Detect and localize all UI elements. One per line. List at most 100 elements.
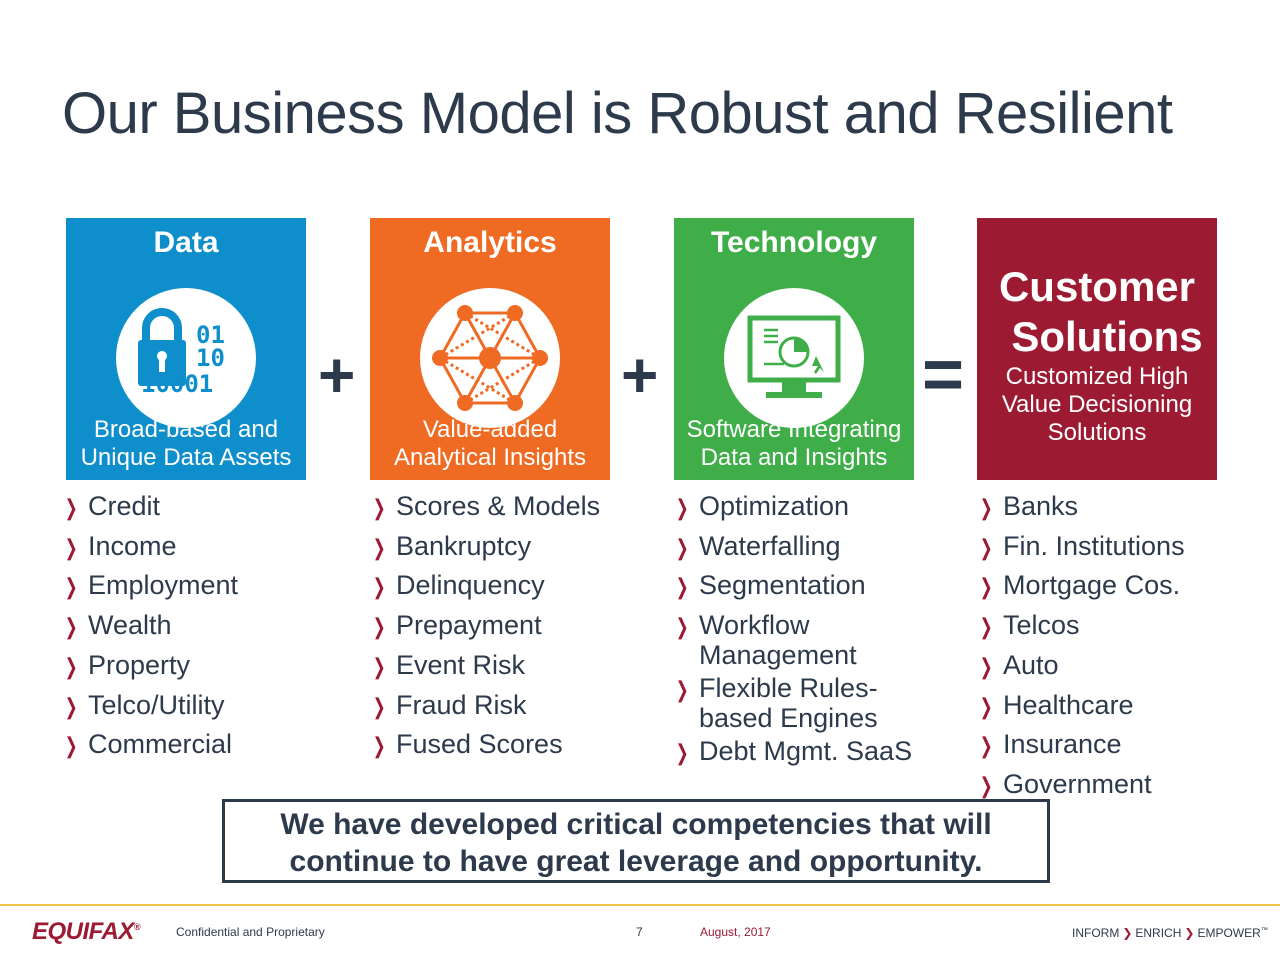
bullet-chevron-icon: ❯ bbox=[64, 614, 78, 640]
list-item-text: Debt Mgmt. SaaS bbox=[699, 736, 913, 767]
list-item: ❯ Scores & Models bbox=[370, 488, 600, 528]
list-item-text: Mortgage Cos. bbox=[1003, 570, 1181, 601]
equifax-logo: EQUIFAX® bbox=[32, 918, 141, 946]
customer-sub-line1: Customized High bbox=[1005, 363, 1189, 390]
lock-icon: 01 10 10001 bbox=[138, 308, 225, 398]
page-number: 7 bbox=[636, 925, 643, 939]
list-item-text: Fused Scores bbox=[396, 729, 563, 760]
callout-line2: continue to have great leverage and oppo… bbox=[289, 845, 983, 878]
list-item-text: Optimization bbox=[699, 491, 850, 521]
tagline-mark: ™ bbox=[1260, 927, 1268, 934]
list-item: ❯Income bbox=[62, 528, 238, 568]
list-item-text: Segmentation bbox=[699, 570, 866, 601]
list-item: ❯Flexible Rules- based Engines bbox=[673, 670, 912, 733]
list-item-text: Wealth bbox=[88, 610, 172, 641]
customer-title-line1: Customer bbox=[998, 263, 1196, 310]
binary-digits-1: 01 bbox=[196, 321, 225, 349]
technology-icon-circle bbox=[724, 288, 864, 428]
list-item: ❯ Auto bbox=[977, 647, 1185, 687]
tagline-empower: EMPOWER bbox=[1197, 926, 1261, 940]
bullet-chevron-icon: ❯ bbox=[64, 534, 78, 560]
list-item: ❯ Fraud Risk bbox=[370, 687, 600, 727]
footer-date: August, 2017 bbox=[700, 925, 771, 939]
bullet-chevron-icon: ❯ bbox=[64, 574, 78, 600]
list-item: ❯ Optimization bbox=[673, 488, 912, 528]
bullet-chevron-icon: ❯ bbox=[64, 733, 78, 759]
bullet-chevron-icon: ❯ bbox=[372, 495, 386, 520]
bullet-chevron-icon: ❯ bbox=[64, 693, 78, 719]
bullet-chevron-icon: ❯ bbox=[64, 653, 78, 679]
bullet-chevron-icon: ❯ bbox=[372, 733, 386, 759]
tagline-chevron-icon: ❯ bbox=[1184, 926, 1195, 940]
tagline-inform: INFORM bbox=[1072, 926, 1120, 940]
bullet-chevron-icon: ❯ bbox=[979, 653, 993, 679]
bullet-chevron-icon: ❯ bbox=[64, 495, 78, 520]
list-item: ❯Telcos bbox=[977, 607, 1185, 647]
list-item: ❯Prepayment bbox=[370, 607, 600, 647]
customer-title-line2: Solutions bbox=[1011, 313, 1203, 360]
list-item: ❯Employment bbox=[62, 567, 238, 607]
list-item: ❯ Credit bbox=[62, 488, 238, 528]
list-item-text: Fin. Institutions bbox=[1003, 530, 1185, 561]
list-item: ❯ Wealth bbox=[62, 607, 238, 647]
list-item-text: Workflow Management bbox=[699, 610, 857, 671]
list-item: ❯ Fused Scores bbox=[370, 726, 600, 766]
list-item-text: Flexible Rules- based Engines bbox=[699, 673, 878, 734]
customers-list: ❯Banks❯Fin. Institutions❯Mortgage Cos.❯T… bbox=[977, 488, 1185, 806]
confidential-label: Confidential and Proprietary bbox=[176, 925, 325, 939]
list-item: ❯Government bbox=[977, 766, 1185, 806]
list-item-text: Scores & Models bbox=[396, 491, 601, 521]
customer-sub-line3: Solutions bbox=[1047, 419, 1147, 446]
list-item: ❯Insurance bbox=[977, 726, 1185, 766]
list-item-text: Property bbox=[88, 649, 191, 680]
analytics-heading: Analytics bbox=[423, 226, 557, 259]
callout-box: We have developed critical competencies … bbox=[222, 799, 1050, 883]
logo-text: EQUIFAX bbox=[32, 918, 134, 945]
list-item: ❯Bankruptcy bbox=[370, 528, 600, 568]
list-item-text: Waterfalling bbox=[699, 530, 841, 561]
customer-subtitle: Customized High Value Decisioning Soluti… bbox=[977, 363, 1217, 447]
binary-digits-3: 10001 bbox=[141, 370, 213, 398]
list-item: ❯Segmentation bbox=[673, 567, 912, 607]
list-item-text: Auto bbox=[1003, 649, 1059, 680]
bullet-chevron-icon: ❯ bbox=[372, 693, 386, 719]
plus-sign-2: + bbox=[621, 339, 659, 411]
customer-solutions-card: Customer Solutions Customized High Value… bbox=[977, 218, 1217, 480]
callout-line1: We have developed critical competencies … bbox=[280, 808, 992, 841]
bullet-chevron-icon: ❯ bbox=[372, 534, 386, 560]
bullet-chevron-icon: ❯ bbox=[979, 693, 993, 719]
technology-heading: Technology bbox=[710, 226, 878, 259]
list-item: ❯ Property bbox=[62, 647, 238, 687]
equals-sign: = bbox=[922, 335, 965, 415]
technology-caption: Software Integrating Data and Insights bbox=[668, 416, 920, 472]
data-caption: Broad-based and Unique Data Assets bbox=[60, 416, 312, 472]
data-caption-line2: Unique Data Assets bbox=[80, 444, 292, 471]
analytics-caption: Value-added Analytical Insights bbox=[364, 416, 616, 472]
list-item: ❯ Debt Mgmt. SaaS bbox=[673, 733, 912, 773]
bullet-chevron-icon: ❯ bbox=[675, 740, 689, 766]
list-item-text: Telcos bbox=[1003, 610, 1080, 641]
analytics-icon-circle bbox=[420, 288, 560, 428]
technology-list: ❯Optimization❯Waterfalling❯Segmentation❯… bbox=[673, 488, 912, 773]
list-item: ❯ Workflow Management bbox=[673, 607, 912, 670]
list-item-text: Fraud Risk bbox=[396, 689, 527, 720]
data-list: ❯Credit❯Income❯Employment❯Wealth❯Propert… bbox=[62, 488, 238, 766]
tagline-chevron-icon: ❯ bbox=[1122, 926, 1133, 940]
bullet-chevron-icon: ❯ bbox=[675, 495, 689, 520]
bullet-chevron-icon: ❯ bbox=[979, 733, 993, 759]
list-item-text: Credit bbox=[88, 491, 161, 521]
analytics-caption-line2: Analytical Insights bbox=[393, 444, 587, 471]
customer-sub-line2: Value Decisioning bbox=[1001, 391, 1193, 418]
list-item-text: Healthcare bbox=[1003, 689, 1134, 720]
data-caption-line1: Broad-based and bbox=[93, 416, 279, 443]
data-pillar-card: Data 01 10 10001 Broad-based and Unique … bbox=[66, 218, 306, 480]
analytics-pillar-card: Analytics Value-added Analytical Insi bbox=[370, 218, 610, 480]
binary-digits-2: 10 bbox=[196, 344, 225, 372]
analytics-caption-line1: Value-added bbox=[422, 416, 558, 443]
technology-caption-line2: Data and Insights bbox=[700, 444, 888, 471]
bullet-chevron-icon: ❯ bbox=[979, 574, 993, 600]
bullet-chevron-icon: ❯ bbox=[675, 614, 689, 640]
footer-divider bbox=[0, 904, 1280, 906]
bullet-chevron-icon: ❯ bbox=[979, 495, 993, 520]
bullet-chevron-icon: ❯ bbox=[372, 574, 386, 600]
